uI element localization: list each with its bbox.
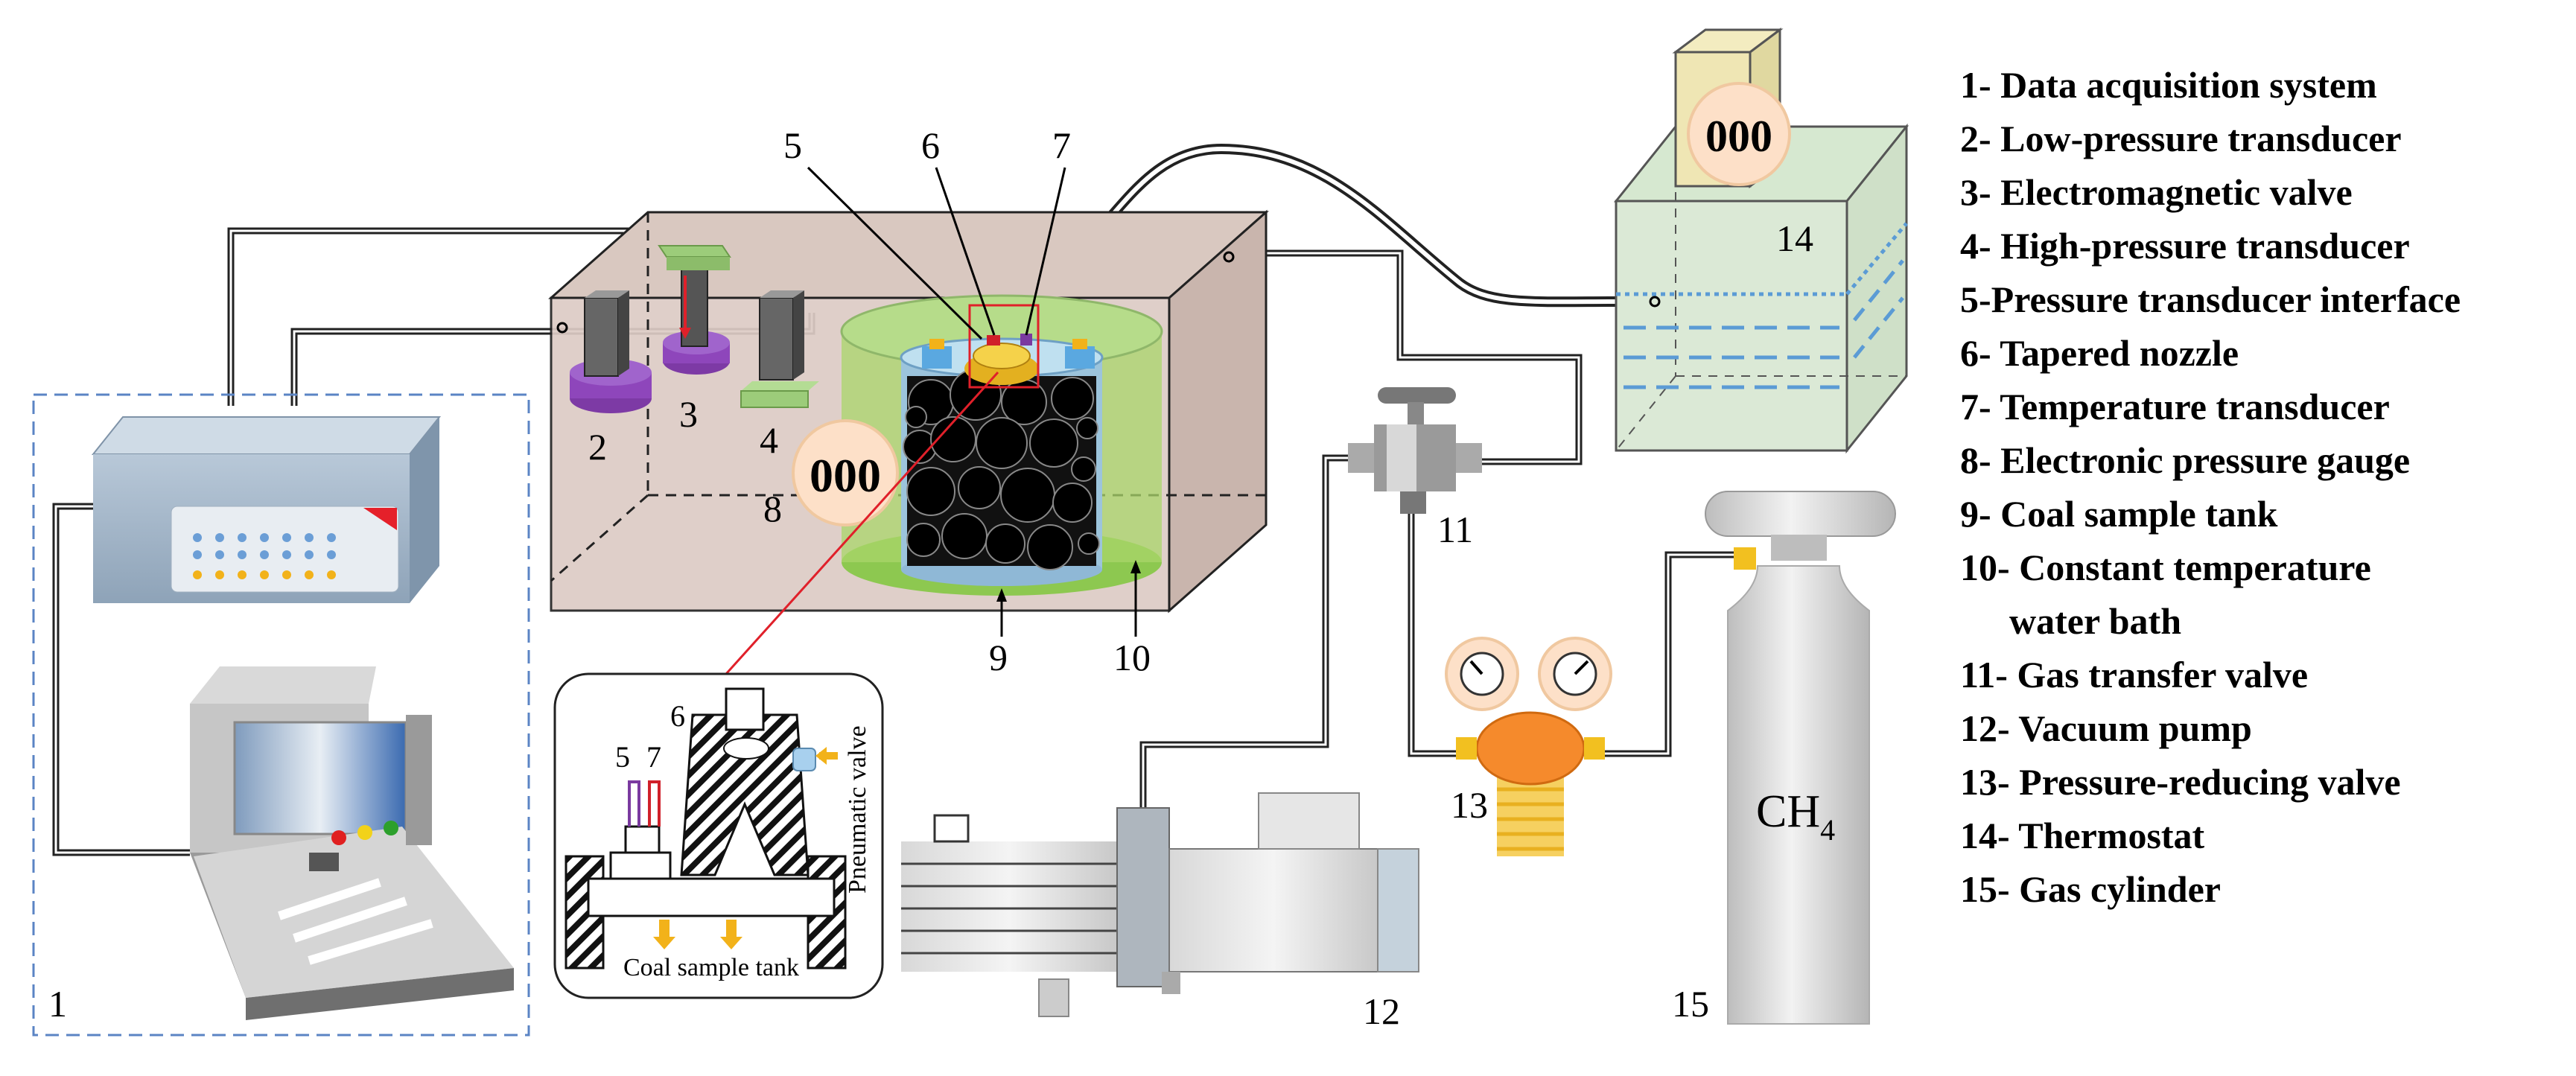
- gas-cylinder: CH4: [1705, 491, 1896, 1025]
- thermostat: 000: [556, 28, 1909, 454]
- legend: 1- Data acquisition system 2- Low-pressu…: [1960, 58, 2571, 916]
- indicator-dot: [305, 550, 314, 559]
- gauge-display: 000: [810, 449, 881, 502]
- legend-item-12: 12- Vacuum pump: [1960, 707, 2252, 749]
- legend-item-14: 14- Thermostat: [1960, 815, 2205, 856]
- indicator-dot: [215, 533, 224, 542]
- label-8: 8: [763, 488, 782, 529]
- indicator-dot: [193, 570, 202, 579]
- legend-item-2: 2- Low-pressure transducer: [1960, 118, 2402, 159]
- legend-item-1: 1- Data acquisition system: [1960, 64, 2377, 106]
- indicator-dot: [327, 550, 336, 559]
- legend-item-9: 9- Coal sample tank: [1960, 493, 2278, 535]
- coal-particle: [1027, 524, 1073, 570]
- indicator-dot: [282, 570, 291, 579]
- coal-sample-tank: [840, 294, 1163, 596]
- coal-particle: [985, 523, 1025, 564]
- coal-particle: [958, 466, 1001, 509]
- label-13: 13: [1451, 784, 1488, 826]
- coal-particle: [1051, 377, 1094, 420]
- indicator-dot: [260, 533, 269, 542]
- data-acquisition-system: [32, 393, 530, 1037]
- indicator-dot: [282, 550, 291, 559]
- coal-particle: [1000, 468, 1055, 523]
- coal-particle: [906, 467, 955, 516]
- legend-item-11: 11- Gas transfer valve: [1960, 654, 2309, 695]
- coal-sample-tank-label: Coal sample tank: [623, 954, 799, 981]
- transducers: [570, 245, 819, 413]
- legend-item-6: 6- Tapered nozzle: [1960, 332, 2239, 374]
- label-5: 5: [783, 124, 802, 166]
- legend-item-15: 15- Gas cylinder: [1960, 868, 2221, 910]
- legend-item-3: 3- Electromagnetic valve: [1960, 171, 2353, 213]
- nozzle-inset: 6 5 7 Pneumatic valve Coal sample tank: [553, 672, 884, 999]
- pressure-reducing-valve: [1445, 637, 1612, 856]
- pointer-lines: [725, 166, 1137, 675]
- coal-particle: [1029, 418, 1078, 468]
- legend-item-13: 13- Pressure-reducing valve: [1960, 761, 2401, 803]
- label-7: 7: [1052, 124, 1071, 166]
- indicator-dot: [327, 533, 336, 542]
- indicator-dot: [305, 570, 314, 579]
- indicator-dot: [260, 570, 269, 579]
- indicator-dot: [238, 570, 247, 579]
- label-3: 3: [679, 393, 698, 435]
- indicator-dot: [215, 570, 224, 579]
- indicator-dot: [260, 550, 269, 559]
- cylinder-label: CH4: [1756, 786, 1835, 847]
- legend-item-10-cont: water bath: [2009, 600, 2182, 642]
- indicator-dot: [305, 533, 314, 542]
- indicator-dot: [327, 570, 336, 579]
- inset-label-6: 6: [670, 699, 685, 733]
- pipe-to-cylinder: [1594, 551, 1735, 757]
- coal-particle: [1071, 456, 1096, 482]
- indicator-dot: [193, 533, 202, 542]
- legend-item-5: 5-Pressure transducer interface: [1960, 278, 2461, 320]
- inset-label-5: 5: [615, 740, 630, 774]
- coal-particle: [941, 513, 988, 559]
- label-6: 6: [921, 124, 940, 166]
- coal-particle: [1052, 483, 1093, 523]
- pneumatic-valve-label: Pneumatic valve: [844, 725, 871, 894]
- coal-particle: [906, 523, 941, 557]
- label-1: 1: [48, 983, 67, 1025]
- indicator-dot: [282, 533, 291, 542]
- indicator-dot: [193, 550, 202, 559]
- legend-item-8: 8- Electronic pressure gauge: [1960, 439, 2411, 481]
- label-9: 9: [989, 637, 1008, 678]
- vacuum-pump: [901, 792, 1419, 1017]
- coal-particle: [976, 417, 1028, 469]
- indicator-dot: [215, 550, 224, 559]
- label-11: 11: [1437, 509, 1473, 550]
- legend-item-10: 10- Constant temperature: [1960, 547, 2371, 588]
- label-15: 15: [1672, 983, 1709, 1025]
- label-14: 14: [1776, 217, 1813, 259]
- gas-transfer-valve: [1348, 387, 1482, 514]
- label-10: 10: [1113, 637, 1151, 678]
- coal-particle: [1078, 532, 1100, 555]
- label-2: 2: [588, 426, 607, 468]
- electronic-pressure-gauge: 000: [792, 419, 899, 526]
- coal-particle: [930, 416, 976, 462]
- coal-particle: [1076, 417, 1098, 439]
- label-4: 4: [760, 419, 778, 461]
- number-labels: 1 2 3 4 5 6 7 8 9 10 11 12 13 14 15: [48, 124, 1813, 1032]
- label-12: 12: [1363, 990, 1400, 1032]
- indicator-dot: [238, 550, 247, 559]
- thermostat-display: 000: [1705, 112, 1772, 161]
- legend-item-7: 7- Temperature transducer: [1960, 386, 2390, 427]
- dashed-boundary: [32, 393, 530, 1037]
- legend-item-4: 4- High-pressure transducer: [1960, 225, 2410, 267]
- coal-particle: [905, 406, 927, 428]
- inset-label-7: 7: [646, 740, 661, 774]
- indicator-dot: [238, 533, 247, 542]
